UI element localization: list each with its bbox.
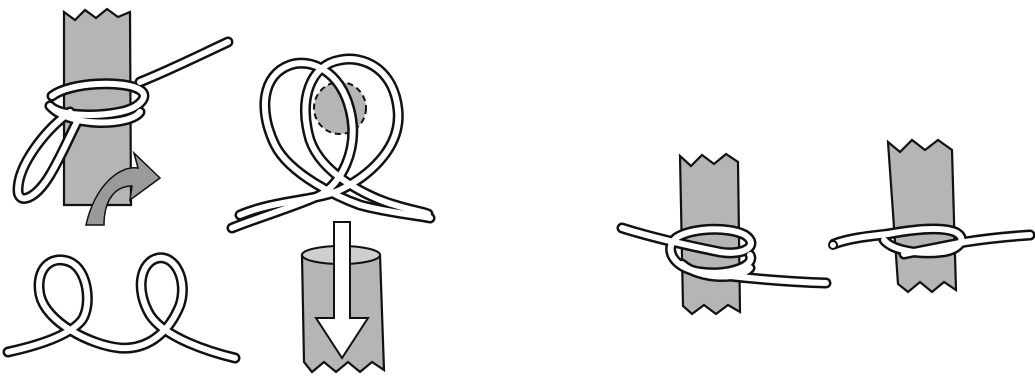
panel-stacked-loops (232, 59, 430, 372)
panel-finished-hitch (829, 140, 1030, 292)
panel-wrap-around-post (18, 9, 228, 225)
panel-tie-around-post (622, 154, 826, 314)
panel-two-loops (8, 258, 235, 358)
post (888, 140, 956, 292)
